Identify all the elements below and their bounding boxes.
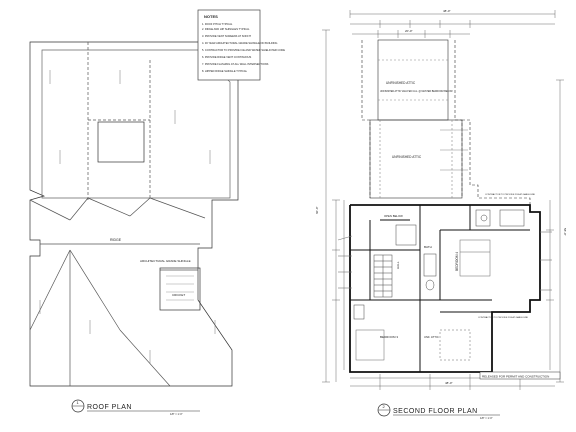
roof-shingle-label: ARCHITECTURAL GRADE SHINGLE	[140, 259, 191, 263]
roof-note-8: 8. HIPPED RIDGE SHINGLE TYPICAL	[202, 69, 248, 73]
floor-note-leaders	[337, 231, 552, 291]
dim-bottom-overall: 48'-0"	[445, 381, 453, 385]
release-stamp: RELEASED FOR PERMIT AND CONSTRUCTION	[479, 371, 561, 380]
roof-ridge-label: RIDGE	[110, 238, 122, 242]
floor-stairs	[373, 254, 393, 298]
floor-plan-title: 2 SECOND FLOOR PLAN 1/8" = 1'-0"	[377, 403, 500, 420]
attic-small-label: UNF. ATTIC	[424, 335, 439, 339]
floor-room-details	[355, 239, 491, 361]
roof-plan	[29, 41, 239, 387]
open-below-label: OPEN BELOW	[384, 214, 403, 218]
roof-plan-scale: 1/8" = 1'-0"	[170, 412, 183, 416]
roof-plan-label: ROOF PLAN	[87, 404, 132, 411]
bath-label: BATH	[424, 245, 432, 249]
dim-right-overall: 58'-0"	[563, 228, 567, 236]
bedroom-3-label: BEDROOM 3	[380, 335, 398, 339]
roof-note-7: 7. PROVIDE FLASHING AT ALL WALL INTERSEC…	[202, 62, 269, 66]
roof-ridge-lines	[87, 42, 151, 200]
slope-arrows	[39, 70, 216, 364]
roof-note-1: 1. ROOF PITCH TYPICAL	[202, 22, 233, 26]
roof-rear-hip	[41, 49, 231, 199]
dim-attic-width: 20'-0"	[405, 29, 413, 33]
roof-cricket-label: CRICKET	[172, 293, 185, 297]
contractor-note-1: CONTRACTOR TO PROVIDE 2X6 AT GABLE END	[485, 193, 536, 196]
attic-master-label: UNFINISHED ATTIC	[386, 81, 416, 85]
roof-chimney	[97, 121, 145, 163]
roof-porch-area	[159, 267, 201, 311]
floor-walls	[349, 204, 541, 373]
roof-note-4: 4. 30 YEAR ARCHITECTURAL GRADE SHINGLE O…	[202, 41, 277, 45]
dim-overall-width: 48'-0"	[443, 9, 451, 13]
floor-plan-number: 2	[383, 404, 386, 409]
dim-left-overall: 60'-0"	[315, 206, 319, 214]
roof-plan-number: 1	[77, 400, 80, 405]
roof-hip-lines	[29, 197, 206, 387]
floor-plan-scale: 1/8" = 1'-0"	[480, 416, 493, 420]
roof-note-3: 3. PROVIDE VENT SCREENS AT SOFFIT	[202, 34, 251, 38]
roof-notes-box: NOTES 1. ROOF PITCH TYPICAL 2. RIDGE AND…	[197, 9, 285, 81]
floor-plan-label: SECOND FLOOR PLAN	[393, 408, 478, 415]
roof-note-2: 2. RIDGE AND HIP SHINGLES TYPICAL	[202, 27, 250, 31]
roof-plan-title: 1 ROOF PLAN 1/8" = 1'-0"	[71, 399, 200, 416]
roof-note-6: 6. PROVIDE RIDGE VENT CONTINUOUS	[202, 55, 252, 59]
release-stamp-text: RELEASED FOR PERMIT AND CONSTRUCTION	[482, 374, 549, 378]
floor-dimension-lines	[322, 10, 564, 390]
contractor-note-2: CONTRACTOR TO PROVIDE 2X6 AT GABLE END	[478, 316, 529, 319]
attic-master-label-full: UNFINISHED ATTIC VAULTED CLG. @ MASTER B…	[380, 90, 453, 93]
hall-label: HALL	[396, 261, 400, 269]
attic-label: UNFINISHED ATTIC	[392, 155, 422, 159]
attic-outline	[361, 39, 531, 210]
roof-note-5: 5. CONTRACTOR TO PROVIDE ICE AND WATER S…	[202, 48, 285, 52]
roof-notes-title: NOTES	[204, 14, 218, 19]
floor-bath-fixtures	[353, 209, 525, 320]
bedroom-4-label: BEDROOM 4	[455, 252, 459, 271]
